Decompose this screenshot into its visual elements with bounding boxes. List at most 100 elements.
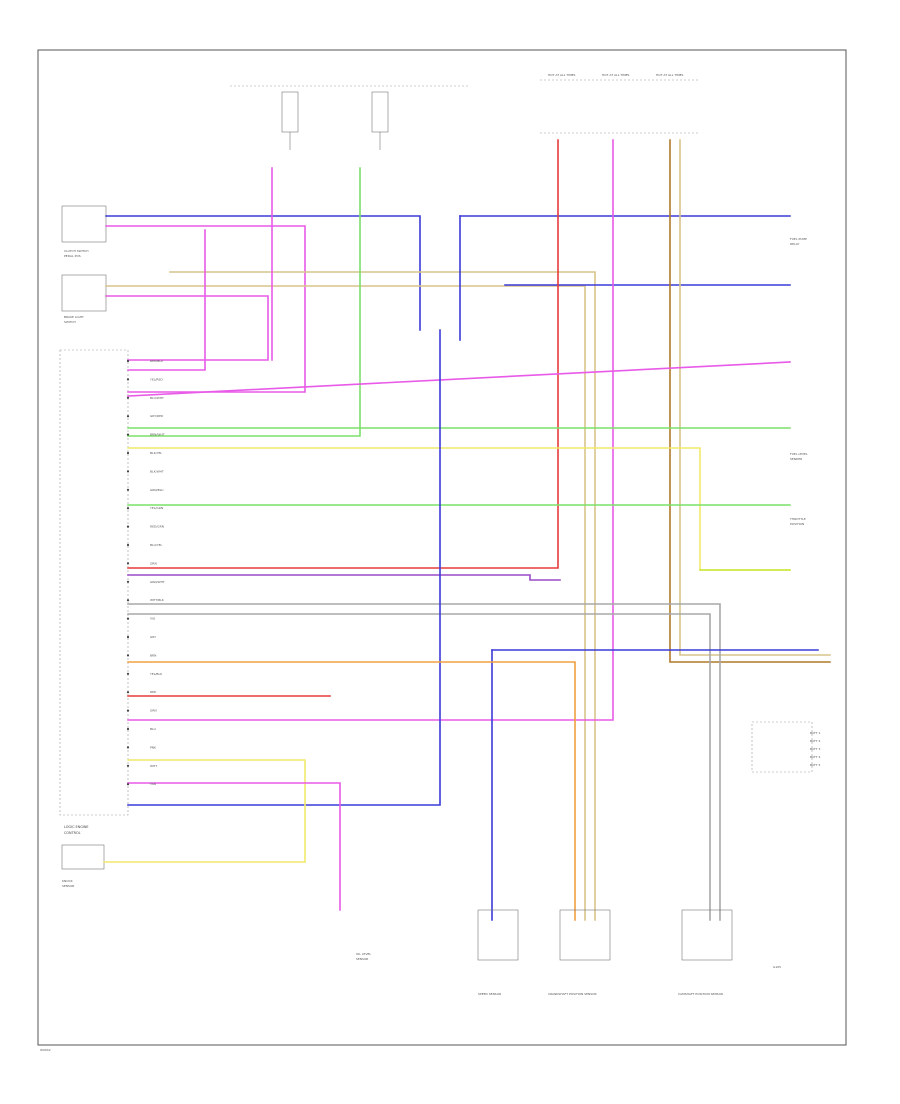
knock-sensor-box xyxy=(61,844,105,870)
wire-tan-crank-2 xyxy=(105,285,586,921)
wire-blue-ecm-bottom xyxy=(127,329,441,806)
wire-red-fuse1 xyxy=(127,139,559,569)
ecm-pin-label: BLU xyxy=(150,727,156,731)
bottom-connectors xyxy=(477,909,733,961)
wire-orange-crank xyxy=(127,661,576,921)
wire-pink-speed xyxy=(127,361,791,397)
wire-pink-brake xyxy=(105,295,269,361)
ecm-pin xyxy=(126,746,130,749)
ecm-pin xyxy=(126,396,130,399)
pin-layer: RED/BLUYEL/REDBLU/WHTGRY/REDBRN/WHTBLK/Y… xyxy=(62,237,820,961)
ecm-pin-label: GRY xyxy=(150,635,156,639)
ecm-pin-label: GRN xyxy=(150,709,157,713)
diagram-frame xyxy=(37,49,847,1046)
wire-pink-oil xyxy=(127,782,341,911)
ecm-pin-label: PNK xyxy=(150,745,157,749)
ecm-pin xyxy=(126,488,130,491)
wire-layer xyxy=(103,139,831,921)
ecm-pin xyxy=(126,764,130,767)
ecm-box xyxy=(59,349,129,816)
wire-pink-fuse2 xyxy=(127,139,614,721)
fuse-group: HOT AT ALL TIMES HOT AT ALL TIMES HOT AT… xyxy=(540,73,700,134)
ecm-pin-label: BLK/WHT xyxy=(150,469,164,473)
ecm-pin xyxy=(126,617,130,620)
wire-clutch-blue xyxy=(105,215,421,331)
corner-code: W0042 xyxy=(40,1048,51,1052)
ecm-pin xyxy=(126,562,130,565)
ecm-pin xyxy=(126,580,130,583)
ecm-pin xyxy=(126,654,130,657)
ecm-pin xyxy=(126,507,130,510)
ecm-pin xyxy=(126,783,130,786)
wire-gray-cam-2 xyxy=(127,613,711,921)
wire-yellow-crank xyxy=(127,447,791,571)
ecm-pin xyxy=(126,543,130,547)
ecm-pin xyxy=(126,727,130,731)
ecm-label-2: CONTROL xyxy=(64,831,81,835)
right-connector-label: BATT 1 xyxy=(810,731,820,735)
right-connector-label: BATT 2 xyxy=(810,739,820,743)
relay-box-1 xyxy=(281,91,299,133)
wire-brown-fuse3 xyxy=(669,139,831,663)
ecm-pin-label: WHT xyxy=(150,764,157,768)
connector-speed xyxy=(477,909,519,961)
ecm-pin-label: GRY/RED xyxy=(150,414,164,418)
ecm-pin-label: BLU/YEL xyxy=(150,543,163,547)
ecm-pin-label: YEL/BLK xyxy=(150,672,163,676)
ecm-pin-label: BRN xyxy=(150,653,156,657)
ecm-pin-label: GRN/WHT xyxy=(150,580,165,584)
ecm-pin xyxy=(126,378,130,381)
wire-gray-cam xyxy=(127,603,721,921)
label-speed-sensor: SPEED SENSOR xyxy=(478,992,501,996)
ecm-label-1: LOGIC ENGINE xyxy=(64,825,89,829)
ecm-pin-label: RED/GRN xyxy=(150,525,164,529)
ecm-pin xyxy=(126,635,130,639)
ecm-pin xyxy=(126,451,130,455)
ecm-pin-label: YEL/RED xyxy=(150,377,163,381)
ecm-pin xyxy=(126,709,130,712)
ecm-pin xyxy=(126,415,130,418)
label-cam-sensor: CAMSHAFT POSITION SENSOR xyxy=(678,992,723,996)
ecm-pin xyxy=(126,433,130,436)
ecm-pin xyxy=(126,599,130,602)
relay-box-2 xyxy=(371,91,389,133)
ecm-pin-label: BLK/YEL xyxy=(150,451,162,455)
ecm-pin-label: TAN xyxy=(149,782,156,786)
ecm-pin-label: VIO xyxy=(150,617,156,621)
wire-tan-fuse3 xyxy=(679,139,831,656)
clutch-switch-box xyxy=(61,205,107,243)
ecm-pin-label: GRN/BLU xyxy=(150,488,163,492)
wire-pink-ecm xyxy=(127,229,206,371)
fuse-label-3: HOT AT ALL TIMES xyxy=(656,73,684,77)
fuse-label-1: HOT AT ALL TIMES xyxy=(548,73,576,77)
wire-violet xyxy=(127,574,561,581)
ecm-pin-label: BRN/WHT xyxy=(150,433,165,437)
ecm-pin xyxy=(126,359,130,363)
wire-yellow-knock xyxy=(103,759,306,863)
ecm-pin-label: YEL/GRN xyxy=(150,506,163,510)
label-crank-sensor: CRANKSHAFT POSITION SENSOR xyxy=(548,992,597,996)
wire-green-relay xyxy=(127,167,361,437)
ecm-pin xyxy=(126,691,130,694)
wire-tan-crank xyxy=(169,271,596,921)
brake-switch-box xyxy=(61,274,107,312)
right-connector-label: BATT 3 xyxy=(810,747,820,751)
ecm-pin-label: RED xyxy=(150,690,157,694)
top-relay-group xyxy=(230,85,470,150)
connector-cam xyxy=(681,909,733,961)
right-connector-label: BATT 4 xyxy=(810,755,820,759)
right-connector-label: BATT 5 xyxy=(810,763,820,767)
ecm-pin-label: BLU/WHT xyxy=(150,396,164,400)
label-ground: G105 xyxy=(773,965,781,969)
connector-crank xyxy=(559,909,611,961)
fuse-label-2: HOT AT ALL TIMES xyxy=(602,73,630,77)
